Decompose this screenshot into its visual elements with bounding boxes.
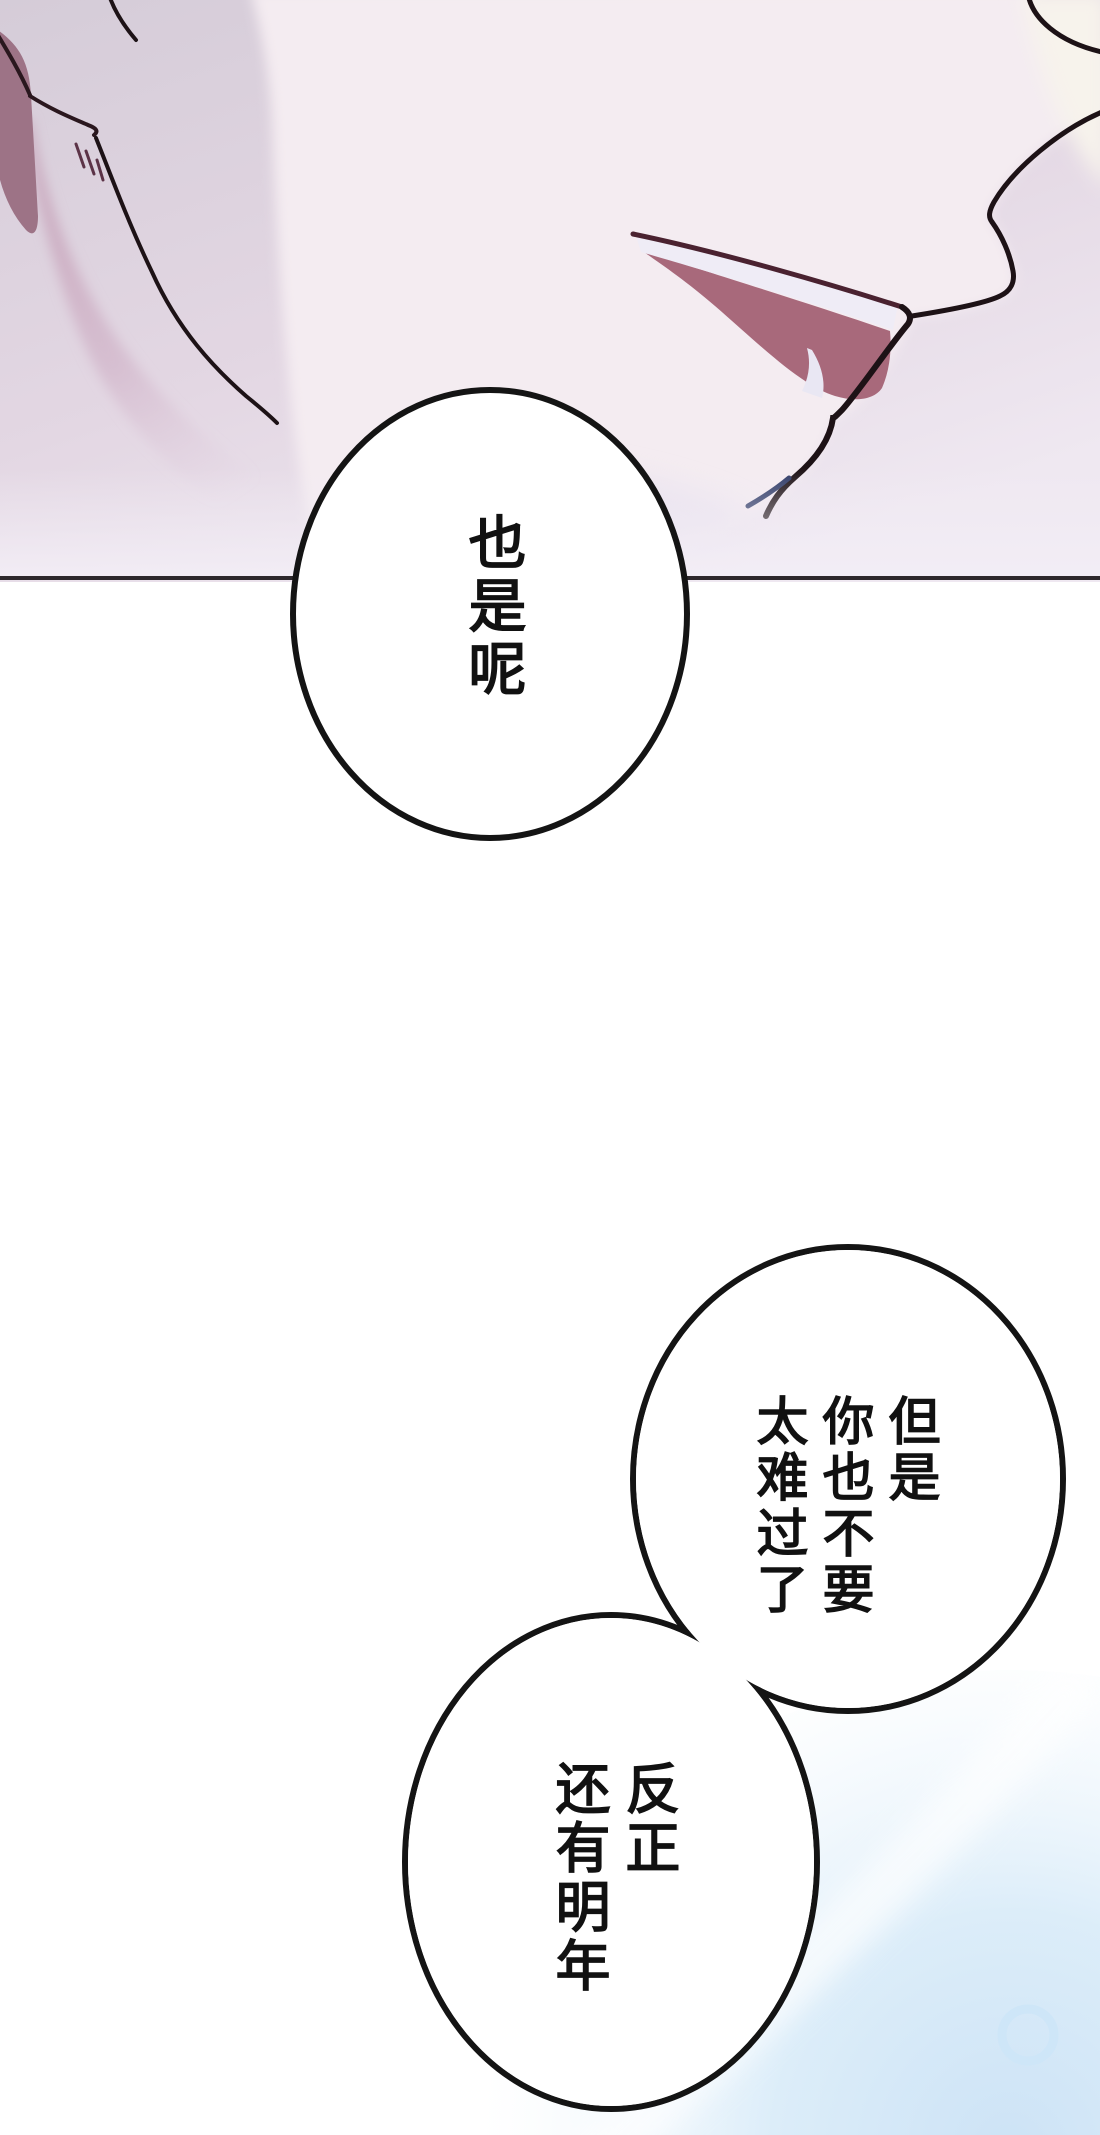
hair-lock [0, 31, 38, 234]
lower-teeth [802, 348, 824, 398]
sparkle-ring [997, 2004, 1059, 2066]
neck-line [94, 136, 279, 425]
neck-hatch-marks [74, 142, 105, 182]
bubble-top-text: 也是呢 [458, 512, 527, 702]
lip-profile-line [909, 219, 1016, 319]
speech-bubble-bottom-fill [408, 1618, 814, 2106]
ear-line [28, 94, 99, 137]
speech-bubble-middle-fill [636, 1250, 1060, 1708]
nose-line [987, 110, 1100, 225]
hair-lock-outline [0, 34, 32, 97]
bubble-bottom-text: 反正 还有明年 [546, 1760, 680, 1996]
hair-strand-line [108, 0, 138, 42]
forehead-line [1026, 0, 1100, 55]
speech-bubble-top [290, 387, 690, 841]
bubble-middle-text: 但是 你也不要 太难过了 [746, 1394, 940, 1618]
mouth-interior [641, 250, 891, 400]
upper-lip-line [630, 231, 905, 310]
upper-teeth [636, 236, 898, 330]
